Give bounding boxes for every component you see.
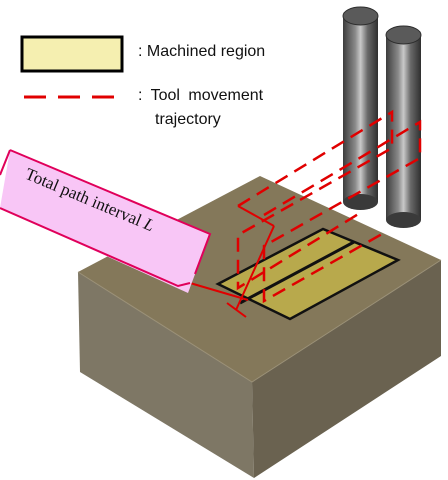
path-interval-dimension	[189, 205, 275, 318]
tool-trajectory	[236, 109, 422, 304]
legend-machined-label: : Machined region	[138, 43, 266, 60]
block-left-face	[78, 272, 254, 478]
legend-trajectory-label-line2: trajectory	[155, 111, 221, 128]
legend-machined-swatch	[20, 35, 124, 73]
cutting-tool-1	[342, 6, 379, 210]
legend-trajectory-label: : Tool movement	[138, 87, 264, 104]
block-right-face	[252, 260, 441, 478]
cutting-tool-2	[385, 25, 422, 228]
